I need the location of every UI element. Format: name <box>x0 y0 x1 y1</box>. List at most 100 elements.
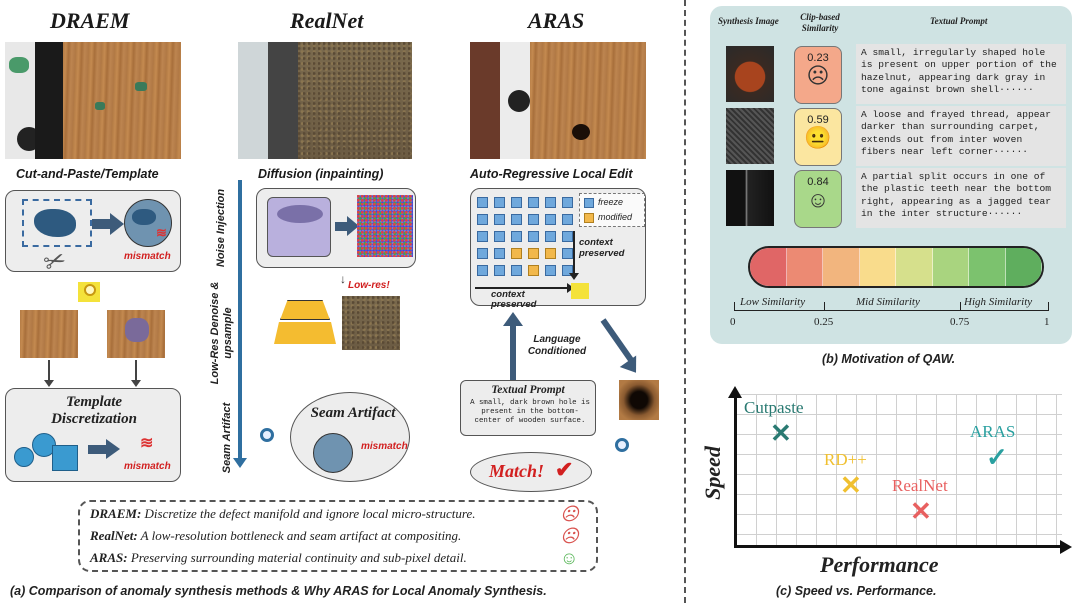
similarity-colorbar <box>748 246 1044 288</box>
header-synthesis-image: Synthesis Image <box>718 16 779 26</box>
heat-icon-2: ≋ <box>140 435 154 452</box>
freeze-token <box>562 214 573 225</box>
freeze-token <box>494 265 505 276</box>
modified-token <box>511 248 522 259</box>
freeze-token <box>562 197 573 208</box>
tick-1: 1 <box>1044 316 1050 328</box>
scale-low: Low Similarity <box>740 296 806 308</box>
tick-075: 0.75 <box>950 316 970 328</box>
scale-high: High Similarity <box>964 296 1033 308</box>
similarity-score-box: 0.59😐 <box>794 108 842 166</box>
low-res-label: Low-res! <box>348 280 390 291</box>
similarity-score: 0.59 <box>807 114 829 126</box>
point-label: RealNet <box>892 476 948 495</box>
speed-performance-grid <box>736 394 1062 546</box>
seam-artifact-bubble: Seam Artifact mismatch <box>290 392 410 482</box>
realnet-noise-box <box>256 188 416 268</box>
freeze-token <box>477 231 488 242</box>
summary-method-name: RealNet: <box>90 528 138 543</box>
draem-wood-defect-photo <box>107 310 165 358</box>
carpet-photo <box>726 108 774 164</box>
summary-box: DRAEM: Discretize the defect manifold an… <box>78 500 598 572</box>
freeze-token <box>494 214 505 225</box>
y-axis-label: Speed <box>699 446 725 500</box>
textual-prompt-body: A small, dark brown hole is present in t… <box>470 399 590 425</box>
textual-prompt-title: Textual Prompt <box>491 384 565 396</box>
modified-token <box>545 248 556 259</box>
lowres-denoise-label: Low-Res Denoise & upsample <box>209 281 234 385</box>
summary-row: RealNet: A low-resolution bottleneck and… <box>90 526 590 548</box>
header-similarity: Clip-based Similarity <box>800 12 840 33</box>
summary-method-name: ARAS: <box>90 550 128 565</box>
freeze-token <box>545 197 556 208</box>
language-conditioned-label: Language Conditioned <box>527 334 587 357</box>
colorbar-segment <box>823 248 860 286</box>
summary-method-name: DRAEM: <box>90 506 142 521</box>
face-icon: 😐 <box>804 125 832 150</box>
seam-artifact-axis-label: Seam Artifact <box>221 402 233 474</box>
match-bubble: Match! ✔ <box>470 452 592 492</box>
aras-subtitle: Auto-Regressive Local Edit <box>470 167 633 181</box>
similarity-score: 0.84 <box>807 176 829 188</box>
colorbar-segment <box>896 248 933 286</box>
legend-modified: modified <box>598 212 633 222</box>
freeze-token <box>528 197 539 208</box>
token-grid <box>477 197 577 285</box>
seam-mismatch-label: mismatch <box>361 441 408 452</box>
realnet-input-photo <box>238 42 412 159</box>
freeze-token <box>528 231 539 242</box>
similarity-score-box: 0.23☹ <box>794 46 842 104</box>
realnet-title: RealNet <box>290 8 364 33</box>
noise-injection-label: Noise Injection <box>215 188 227 268</box>
freeze-token <box>562 265 573 276</box>
freeze-token <box>477 265 488 276</box>
freeze-token <box>494 248 505 259</box>
summary-text: Preserving surrounding material continui… <box>130 550 467 565</box>
freeze-token <box>494 231 505 242</box>
scissors-icon: ✂ <box>39 243 71 279</box>
context-preserved-horizontal: context preserved <box>491 289 537 310</box>
draem-mismatch-label: mismatch <box>124 251 171 262</box>
context-preserved-vertical: context preserved <box>579 237 625 259</box>
face-icon: ☹ <box>560 504 579 524</box>
freeze-token <box>511 197 522 208</box>
point-label: Cutpaste <box>744 398 804 417</box>
freeze-token <box>545 214 556 225</box>
point-label: ARAS <box>970 422 1016 441</box>
template-mismatch-label: mismatch <box>124 461 171 472</box>
modified-token <box>528 265 539 276</box>
colorbar-segment <box>859 248 896 286</box>
seam-artifact-label: Seam Artifact <box>310 405 396 421</box>
colorbar-segment <box>1005 248 1042 286</box>
legend-freeze: freeze <box>598 197 624 207</box>
draem-wood-photo <box>20 310 78 358</box>
face-icon: ☹ <box>560 526 579 546</box>
caption-c: (c) Speed vs. Performance. <box>776 584 937 598</box>
header-textual-prompt: Textual Prompt <box>930 16 988 26</box>
face-icon: ☺ <box>806 187 830 212</box>
freeze-token <box>477 214 488 225</box>
section-divider <box>684 0 686 603</box>
summary-row: DRAEM: Discretize the defect manifold an… <box>90 504 590 526</box>
face-icon: ☹ <box>806 63 830 88</box>
textual-prompt-text: A partial split occurs in one of the pla… <box>856 168 1066 228</box>
point-marker: ✕ <box>910 496 932 526</box>
colorbar-segment <box>969 248 1006 286</box>
draem-title: DRAEM <box>50 8 130 33</box>
summary-row: ARAS: Preserving surrounding material co… <box>90 548 590 570</box>
magnifier-icon-3 <box>571 283 589 299</box>
point-marker: ✕ <box>840 470 862 500</box>
hazelnut-photo <box>726 46 774 102</box>
draem-cutpaste-box: ≋ mismatch ✂ <box>5 190 181 279</box>
freeze-token <box>477 248 488 259</box>
summary-text: Discretize the defect manifold and ignor… <box>144 506 476 521</box>
y-axis <box>734 396 737 548</box>
freeze-token <box>494 197 505 208</box>
face-icon: ☺ <box>560 548 579 568</box>
match-label: Match! <box>489 461 545 481</box>
textual-prompt-text: A loose and frayed thread, appear darker… <box>856 106 1066 166</box>
aras-title: ARAS <box>528 8 585 33</box>
freeze-token <box>511 214 522 225</box>
similarity-score-box: 0.84☺ <box>794 170 842 228</box>
x-axis-label: Performance <box>820 552 939 577</box>
